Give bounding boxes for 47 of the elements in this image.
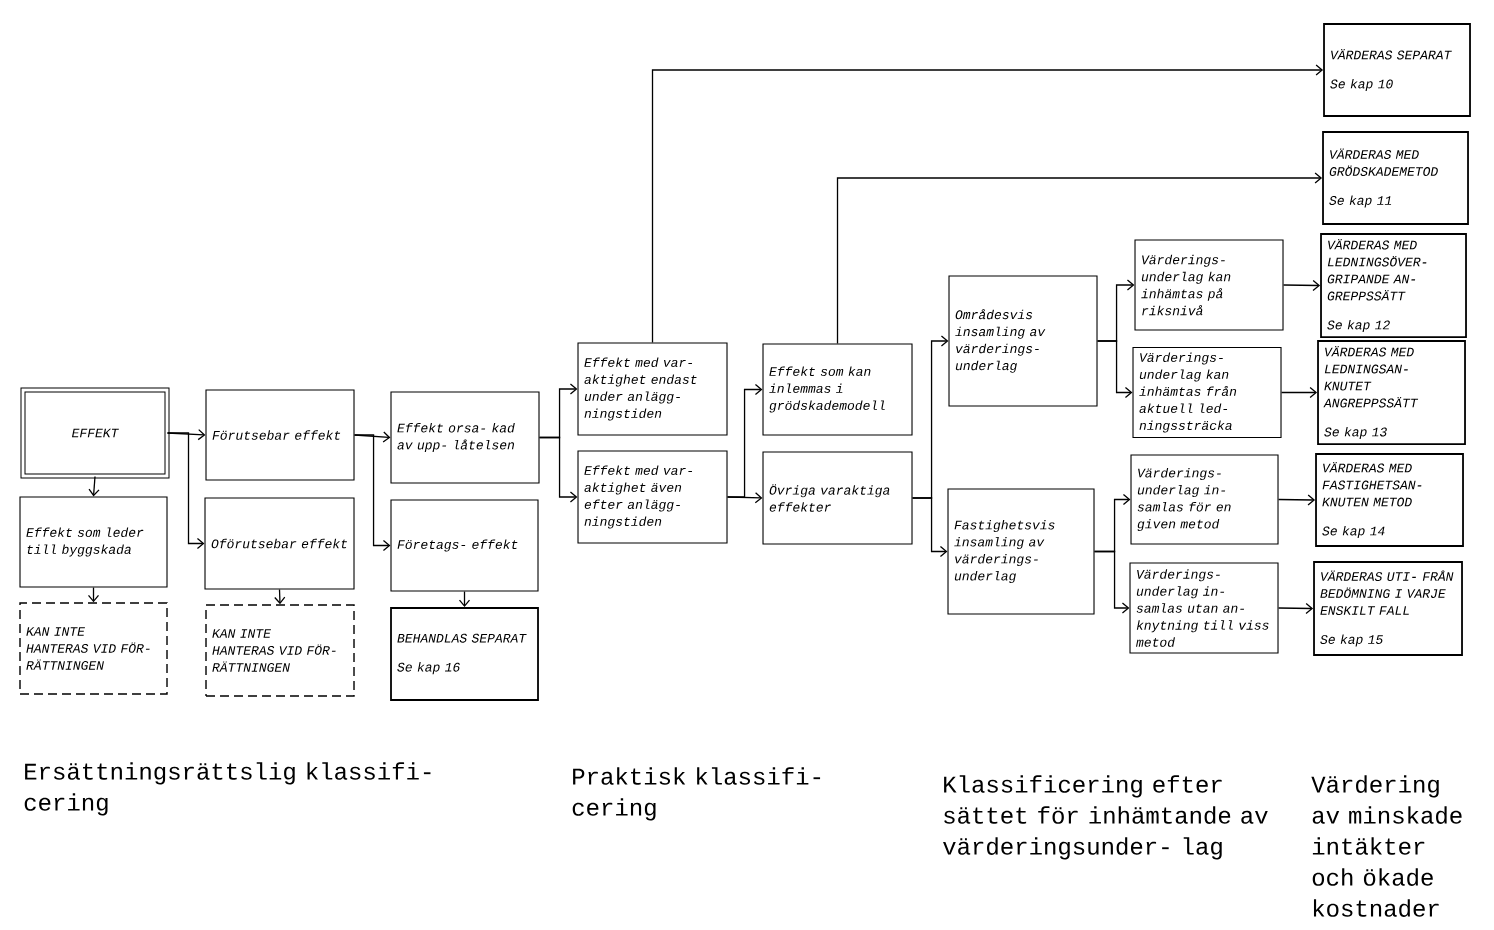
result-box: VÄRDERAS MED FASTIGHETSAN- KNUTEN METOD Se kap 14 xyxy=(1315,453,1464,547)
process-box: Förutsebar effekt xyxy=(205,389,355,481)
process-box: Värderings- underlag in- samlas för en given metod xyxy=(1130,454,1279,545)
result-box: VÄRDERAS UTI- FRÅN BEDÖMNING I VARJE ENSKILT FALL Se kap 15 xyxy=(1313,561,1463,656)
result-box: VÄRDERAS MED LEDNINGSÖVER- GRIPANDE AN- GREPPSSÄTT Se kap 12 xyxy=(1320,233,1467,338)
result-box: VÄRDERAS MED LEDNINGSAN- KNUTET ANGREPPSSÄTT Se kap 13 xyxy=(1317,340,1466,445)
process-box: Övriga varaktiga effekter xyxy=(762,451,913,545)
process-box: Värderings- underlag kan inhämtas på riksnivå xyxy=(1134,239,1284,331)
arrow xyxy=(353,434,391,552)
arrow xyxy=(836,172,1323,345)
arrow xyxy=(274,588,286,605)
arrow xyxy=(1093,550,1130,614)
arrow xyxy=(166,429,206,441)
arrow xyxy=(87,586,100,603)
column-heading: Praktisk klassifi- cering xyxy=(572,767,821,821)
arrow xyxy=(1096,340,1133,399)
process-box: Effekt med var- aktighet även efter anlägg- ningstiden xyxy=(577,450,728,544)
arrow xyxy=(651,64,1324,344)
arrow xyxy=(1277,494,1316,506)
process-box: Effekt som leder till byggskada xyxy=(19,496,168,588)
result-box: VÄRDERAS MED GRÖDSKADEMETOD Se kap 11 xyxy=(1322,131,1469,225)
process-box: EFFEKT xyxy=(20,387,170,479)
process-box: Värderings- underlag kan inhämtas från aktuell led- ningssträcka xyxy=(1132,346,1282,439)
arrow xyxy=(538,436,578,503)
column-heading: Klassificering efter sättet för inhämtande av värderingsunder- lag xyxy=(943,775,1268,860)
process-box: Effekt orsa- kad av upp- låtelsen xyxy=(390,391,540,484)
arrow xyxy=(1277,602,1314,615)
arrow xyxy=(166,432,205,550)
process-box: Företags- effekt xyxy=(390,499,539,592)
dashed-box: KAN INTE HANTERAS VID FÖR- RÄTTNINGEN xyxy=(19,602,168,695)
column-heading: Ersättningsrättslig klassifi- cering xyxy=(24,762,431,816)
process-box: Effekt med var- aktighet endast under anlägg- ningstiden xyxy=(577,342,728,436)
process-box: Fastighetsvis insamling av värderings- underlag xyxy=(947,488,1095,615)
arrow xyxy=(88,475,100,497)
arrow xyxy=(458,590,471,608)
process-box: Oförutsebar effekt xyxy=(204,497,355,590)
process-box: Effekt som kan inlemmas i grödskademodell xyxy=(762,343,913,436)
process-box: Värderings- underlag in- samlas utan an- knytning till viss metod xyxy=(1129,562,1279,654)
result-box: BEHANDLAS SEPARAT Se kap 16 xyxy=(390,607,539,701)
result-box: VÄRDERAS SEPARAT Se kap 10 xyxy=(1323,23,1471,117)
dashed-box: KAN INTE HANTERAS VID FÖR- RÄTTNINGEN xyxy=(205,604,355,697)
arrow xyxy=(1282,279,1321,292)
arrow xyxy=(1280,386,1318,399)
process-box: Områdesvis insamling av värderings- underlag xyxy=(948,275,1098,407)
arrow xyxy=(726,492,763,504)
arrow xyxy=(911,497,948,558)
column-heading: Värdering av minskade intäkter och ökade kostnader xyxy=(1311,775,1462,917)
